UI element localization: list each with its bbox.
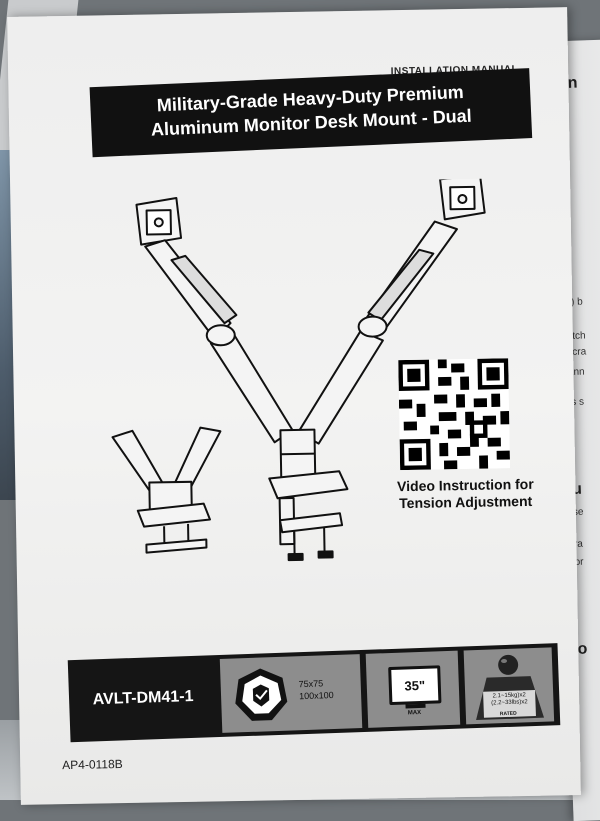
vesa-pattern-text: 75x75 100x100: [298, 677, 333, 702]
adjacent-fragment: o: [577, 641, 587, 659]
manual-cover-page: INSTALLATION MANUAL Military-Grade Heavy…: [7, 7, 581, 805]
max-screen-size: 35": [404, 677, 425, 693]
weight-rated-label: RATED: [500, 711, 517, 718]
left-vesa-plate: [136, 198, 181, 245]
title-banner: Military-Grade Heavy-Duty Premium Alumin…: [90, 68, 533, 157]
qr-caption-line-2: Tension Adjustment: [376, 492, 556, 512]
model-number-cell: AVLT-DM41-1: [68, 655, 219, 742]
vesa-spec-cell: 75x75 100x100: [220, 654, 362, 733]
weight-range: 2.1~15kg)x2 (2.2~33lbs)x2: [477, 692, 541, 708]
spec-strip: AVLT-DM41-1 75x75 100x100 35" MAX: [68, 643, 561, 742]
screen-size-cell: 35" MAX: [366, 651, 461, 728]
vesa-badge-icon: [232, 666, 290, 724]
qr-code[interactable]: [398, 358, 510, 470]
qr-caption: Video Instruction for Tension Adjustment: [375, 475, 556, 512]
part-number: AP4-0118B: [62, 757, 123, 772]
right-vesa-plate: [440, 178, 485, 220]
monitor-size-icon: 35": [388, 665, 441, 705]
max-label: MAX: [408, 710, 422, 716]
model-number: AVLT-DM41-1: [92, 688, 193, 710]
grommet-mount-inset: [112, 427, 222, 553]
weight-capacity-cell: 2.1~15kg)x2 (2.2~33lbs)x2 RATED: [464, 647, 555, 724]
monitor-stand: [405, 704, 425, 709]
vesa-line-2: 100x100: [299, 689, 334, 702]
